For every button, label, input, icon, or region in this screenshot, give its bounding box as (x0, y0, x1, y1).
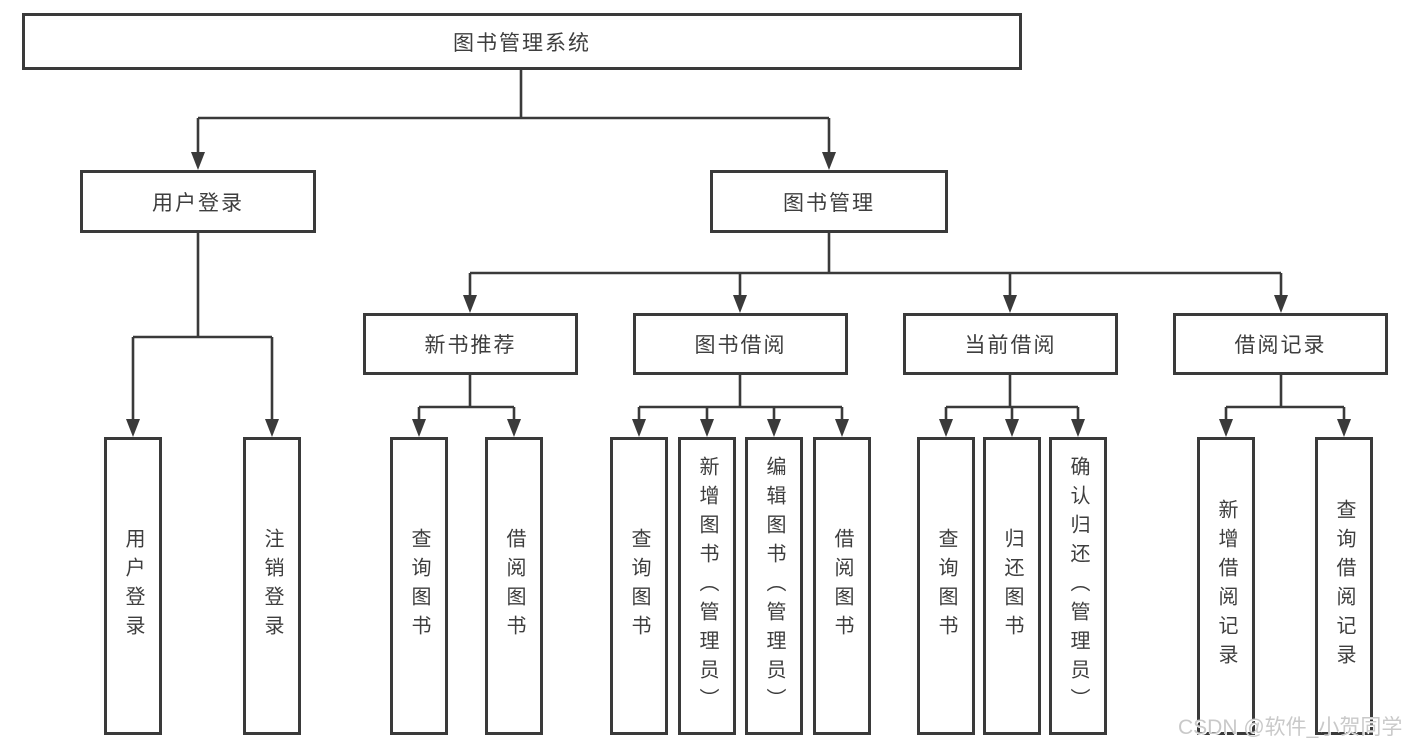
connector-bookmgmt-to-level3 (468, 233, 1283, 309)
leaf-confirm-return-admin: 确认归还（管理员） (1049, 437, 1107, 735)
leaf-confirm-return-admin-label: 确认归还（管理员） (1067, 455, 1089, 717)
leaf-user-login-label: 用户登录 (122, 528, 144, 644)
leaf-borrow-query: 查询图书 (610, 437, 668, 735)
node-book-management-label: 图书管理 (783, 191, 875, 215)
watermark: CSDN @软件_小贺同学 (1178, 716, 1403, 739)
leaf-borrow-edit-book-admin: 编辑图书（管理员） (745, 437, 803, 735)
leaf-logout: 注销登录 (243, 437, 301, 735)
connector-userlogin-to-leaves (131, 233, 274, 433)
leaf-newbook-query-label: 查询图书 (408, 528, 430, 644)
connector-lines (131, 70, 1346, 433)
leaf-current-query-label: 查询图书 (935, 528, 957, 644)
leaf-borrow-add-book-admin-label: 新增图书（管理员） (696, 455, 718, 717)
connector-newbook-to-leaves (417, 375, 516, 433)
leaf-borrow-add-book-admin: 新增图书（管理员） (678, 437, 736, 735)
connector-records-to-leaves (1224, 375, 1346, 433)
node-new-book-recommend: 新书推荐 (363, 313, 578, 375)
leaf-logout-label: 注销登录 (261, 528, 283, 644)
connector-borrow-to-leaves (637, 375, 844, 433)
leaf-return-book: 归还图书 (983, 437, 1041, 735)
connector-root-to-level2 (196, 70, 831, 166)
leaf-newbook-query: 查询图书 (390, 437, 448, 735)
leaf-user-login: 用户登录 (104, 437, 162, 735)
leaf-current-query: 查询图书 (917, 437, 975, 735)
leaf-borrow-query-label: 查询图书 (628, 528, 650, 644)
leaf-newbook-borrow-label: 借阅图书 (503, 528, 525, 644)
node-current-borrow-label: 当前借阅 (964, 334, 1057, 357)
node-book-borrow-label: 图书借阅 (694, 334, 787, 357)
leaf-query-borrow-record-label: 查询借阅记录 (1333, 499, 1355, 673)
node-book-management: 图书管理 (710, 170, 948, 233)
leaf-borrow-book: 借阅图书 (813, 437, 871, 735)
node-borrow-records-label: 借阅记录 (1234, 334, 1327, 357)
node-current-borrow: 当前借阅 (903, 313, 1118, 375)
leaf-add-borrow-record-label: 新增借阅记录 (1215, 499, 1237, 673)
leaf-borrow-edit-book-admin-label: 编辑图书（管理员） (763, 455, 785, 717)
node-root: 图书管理系统 (22, 13, 1022, 70)
leaf-query-borrow-record: 查询借阅记录 (1315, 437, 1373, 735)
leaf-add-borrow-record: 新增借阅记录 (1197, 437, 1255, 735)
node-user-login: 用户登录 (80, 170, 316, 233)
node-root-label: 图书管理系统 (453, 31, 591, 55)
node-new-book-recommend-label: 新书推荐 (424, 334, 517, 357)
leaf-return-book-label: 归还图书 (1001, 528, 1023, 644)
arrowheads (126, 152, 1351, 437)
node-user-login-label: 用户登录 (152, 191, 244, 215)
node-book-borrow: 图书借阅 (633, 313, 848, 375)
leaf-borrow-book-label: 借阅图书 (831, 528, 853, 644)
leaf-newbook-borrow: 借阅图书 (485, 437, 543, 735)
node-borrow-records: 借阅记录 (1173, 313, 1388, 375)
